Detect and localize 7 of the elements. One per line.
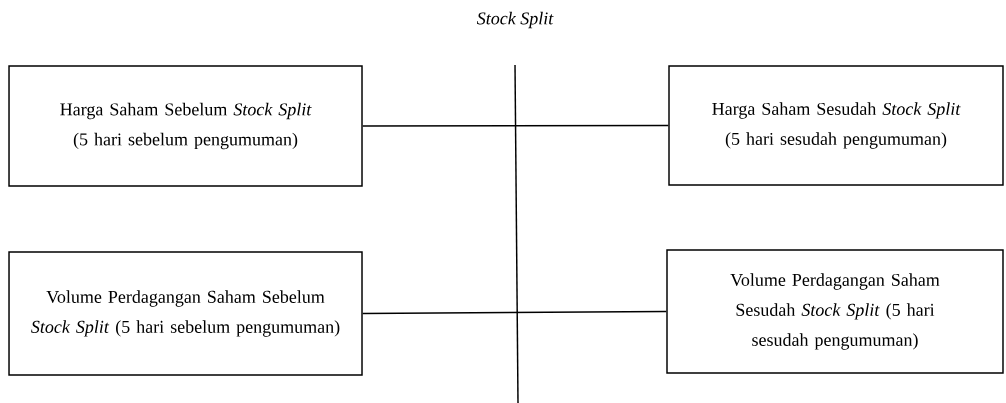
process-box: Volume Perdagangan Saham Sebelum Stock Split (5 hari sebelum pengumuman) bbox=[8, 251, 363, 376]
divider-label: Stock Split bbox=[477, 11, 554, 29]
process-box: Harga Saham Sebelum Stock Split (5 hari sebelum pengumuman) bbox=[8, 65, 363, 187]
process-box: Volume Perdagangan Saham Sesudah Stock Split (5 hari sesudah pengumuman) bbox=[666, 249, 1004, 374]
process-box: Harga Saham Sesudah Stock Split (5 hari sesudah pengumuman) bbox=[668, 65, 1004, 186]
connector-line bbox=[362, 310, 667, 315]
connector-line bbox=[362, 124, 669, 127]
